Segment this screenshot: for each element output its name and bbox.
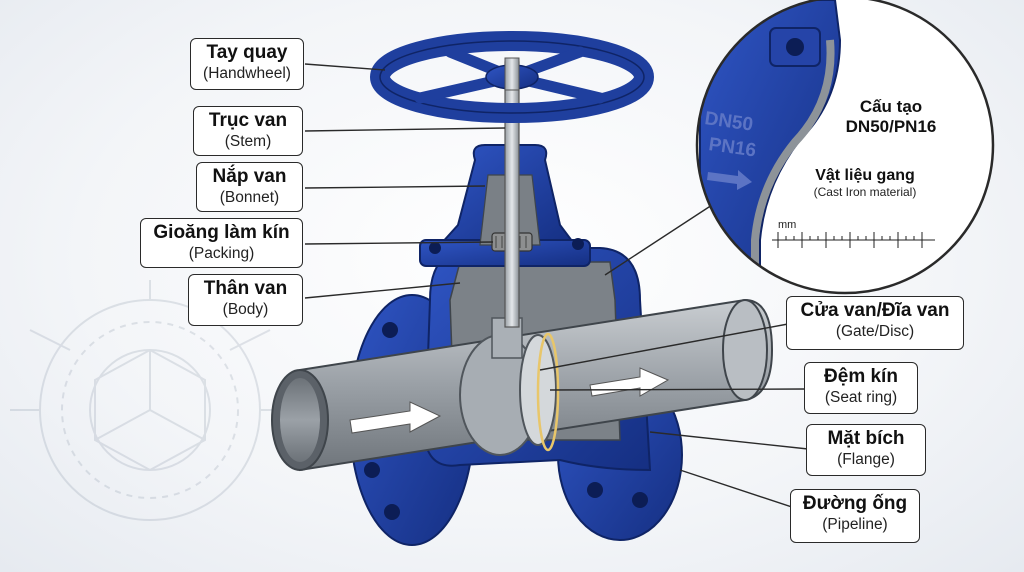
label-pipeline: Đường ống (Pipeline) xyxy=(790,489,920,543)
callout-material: Vật liệu gang (Cast Iron material) xyxy=(790,166,940,199)
label-stem-vi: Trục van xyxy=(208,110,288,131)
label-flange-vi: Mặt bích xyxy=(827,428,905,449)
label-bonnet: Nắp van (Bonnet) xyxy=(196,162,303,212)
label-body: Thân van (Body) xyxy=(188,274,303,326)
ruler-unit: mm xyxy=(778,219,796,231)
label-pipeline-vi: Đường ống xyxy=(802,493,908,514)
callout-title-line2: DN50/PN16 xyxy=(845,117,937,137)
label-bonnet-vi: Nắp van xyxy=(212,166,287,187)
label-pipeline-en: (Pipeline) xyxy=(822,515,888,533)
label-packing-en: (Packing) xyxy=(188,244,255,262)
callout-title-line1: Cấu tạo xyxy=(859,97,923,116)
label-stem: Trục van (Stem) xyxy=(193,106,303,156)
stem xyxy=(504,61,520,328)
label-bonnet-en: (Bonnet) xyxy=(219,188,280,206)
seat-ring xyxy=(536,332,560,452)
material-callout: DN50 PN16 mm xyxy=(697,0,993,293)
label-seat-en: (Seat ring) xyxy=(824,388,898,406)
callout-material-vi: Vật liệu gang xyxy=(815,167,915,184)
label-seat-vi: Đệm kín xyxy=(824,366,898,387)
label-handwheel-vi: Tay quay xyxy=(206,42,288,63)
label-stem-en: (Stem) xyxy=(224,132,272,150)
callout-title: Cấu tạo DN50/PN16 xyxy=(826,97,956,138)
label-seat-ring: Đệm kín (Seat ring) xyxy=(804,362,918,414)
label-handwheel-en: (Handwheel) xyxy=(203,64,291,82)
handwheel xyxy=(370,31,654,123)
label-body-en: (Body) xyxy=(222,300,269,318)
label-flange: Mặt bích (Flange) xyxy=(806,424,926,476)
background-emblem xyxy=(10,280,290,521)
label-packing-vi: Gioăng làm kín xyxy=(153,222,290,243)
label-gate-en: (Gate/Disc) xyxy=(835,322,915,340)
leader-lines xyxy=(304,63,811,514)
label-flange-en: (Flange) xyxy=(837,450,895,468)
label-gate-vi: Cửa van/Đĩa van xyxy=(800,300,950,321)
label-handwheel: Tay quay (Handwheel) xyxy=(190,38,304,90)
callout-material-en: (Cast Iron material) xyxy=(813,185,917,200)
label-packing: Gioăng làm kín (Packing) xyxy=(140,218,303,268)
label-gate: Cửa van/Đĩa van (Gate/Disc) xyxy=(786,296,964,350)
label-body-vi: Thân van xyxy=(203,278,288,299)
